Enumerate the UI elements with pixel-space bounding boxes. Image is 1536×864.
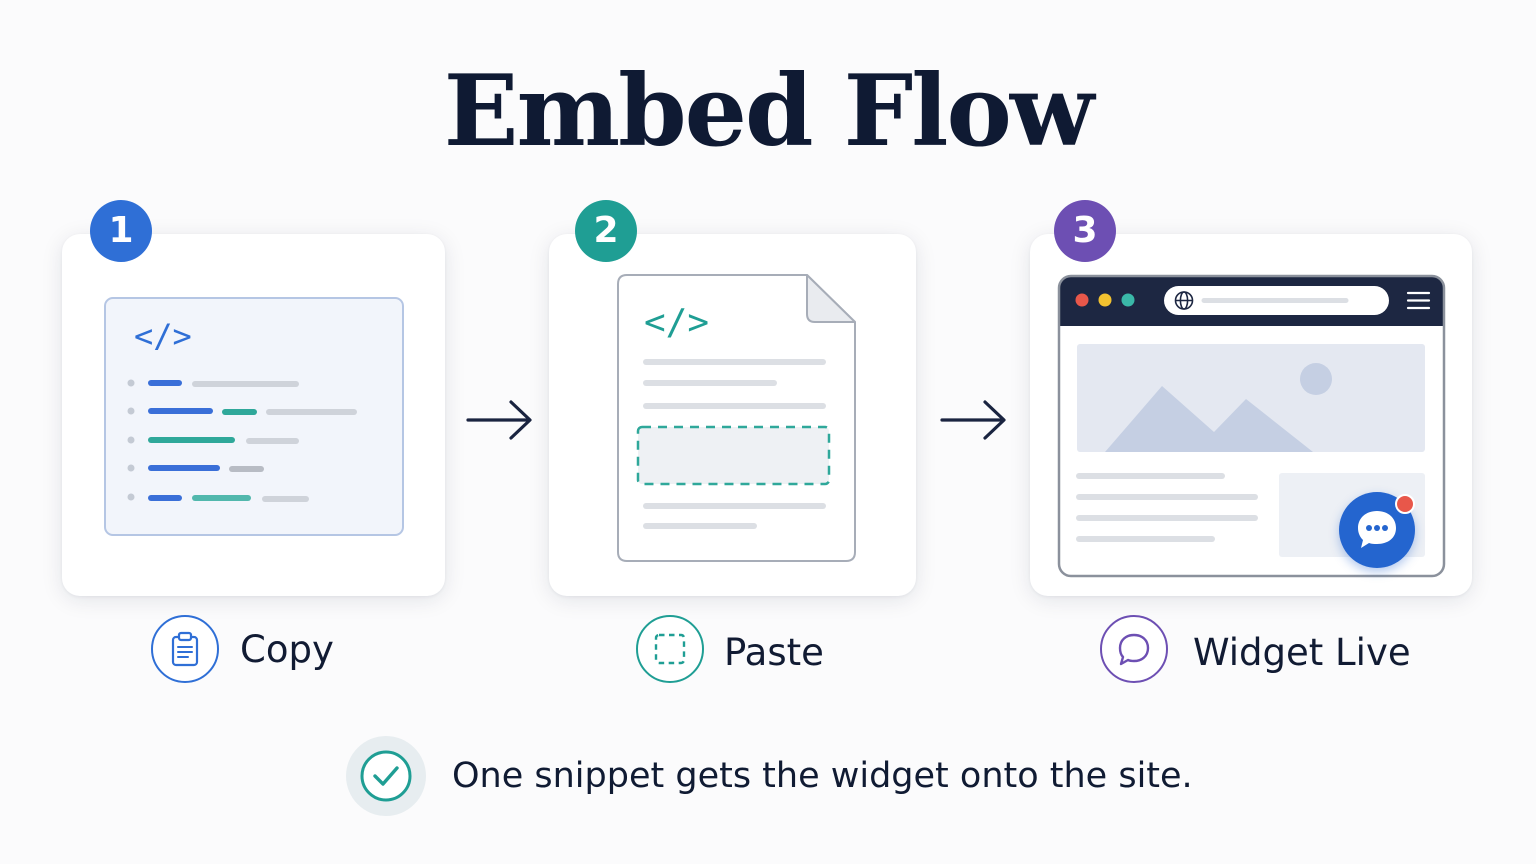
arrow-right-icon bbox=[940, 400, 1006, 440]
check-icon bbox=[360, 750, 412, 802]
step-1-card: </> bbox=[62, 234, 445, 596]
arrow-right-icon bbox=[466, 400, 532, 440]
chat-bubble-icon bbox=[1358, 511, 1396, 548]
hamburger-menu-icon bbox=[1406, 291, 1431, 310]
step-1-label: Copy bbox=[240, 628, 334, 671]
step-1-icon-circle bbox=[151, 615, 219, 683]
step-2-badge: 2 bbox=[575, 200, 637, 262]
step-3-card bbox=[1030, 234, 1472, 596]
footer-caption: One snippet gets the widget onto the sit… bbox=[452, 756, 1193, 796]
step-2-card: </> bbox=[549, 234, 916, 596]
paste-target-zone bbox=[636, 425, 831, 486]
step-2-label: Paste bbox=[724, 631, 824, 674]
code-lines bbox=[127, 379, 357, 502]
footer-check-circle bbox=[346, 736, 426, 816]
clipboard-icon bbox=[171, 631, 199, 667]
step-3-badge: 3 bbox=[1054, 200, 1116, 262]
code-panel-illustration: </> bbox=[104, 297, 404, 536]
globe-icon bbox=[1174, 291, 1194, 310]
document-illustration: </> bbox=[617, 274, 856, 562]
code-glyph: </> bbox=[134, 317, 192, 355]
notification-dot bbox=[1395, 494, 1415, 514]
step-3-icon-circle bbox=[1100, 615, 1168, 683]
chat-widget-button[interactable] bbox=[1339, 492, 1415, 568]
step-1-badge: 1 bbox=[90, 200, 152, 262]
speech-bubble-icon bbox=[1118, 633, 1150, 666]
dashed-square-icon bbox=[654, 633, 686, 665]
code-glyph-paste: </> bbox=[644, 302, 709, 343]
step-2-icon-circle bbox=[636, 615, 704, 683]
page-title: Embed Flow bbox=[443, 54, 1094, 169]
step-3-label: Widget Live bbox=[1193, 631, 1411, 674]
